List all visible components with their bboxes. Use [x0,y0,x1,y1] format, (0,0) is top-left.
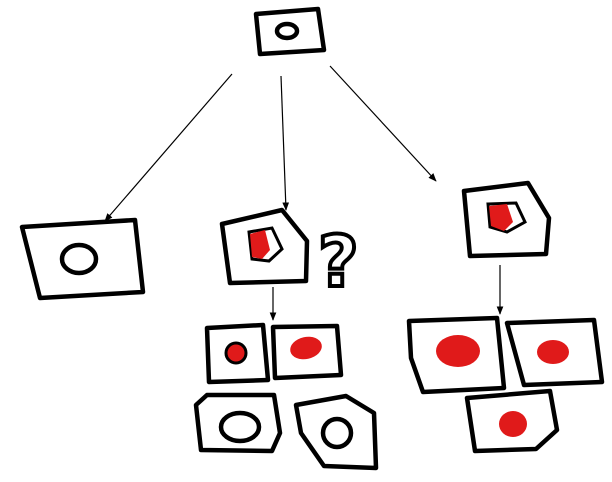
arrow-parent-to-left-branch [104,73,233,222]
middle-progeny-3-nucleus [218,410,262,444]
middle-progeny-1-nucleus-mark [224,341,248,365]
right-progeny-cell-3 [464,388,560,454]
middle-progeny-2-nucleus-mark [290,336,322,360]
right-branch-nucleus-mark [489,204,513,231]
right-branch-cell [461,180,552,259]
middle-branch-nucleus-mark [250,230,270,259]
middle-progeny-cell-4 [293,393,379,471]
middle-progeny-cell-2 [270,323,344,381]
arrow-parent-to-right-branch [329,65,437,182]
right-progeny-2-nucleus-mark [537,340,569,364]
right-progeny-cell-2 [504,317,605,388]
middle-progeny-cell-3 [193,392,283,454]
parent-nucleus [274,21,300,41]
right-progeny-group [406,315,605,454]
middle-branch-cell [219,207,310,286]
middle-progeny-group [193,322,379,471]
arrow-parent-to-middle-branch [280,75,290,211]
left-branch-nucleus [59,242,99,276]
middle-progeny-cell-1 [204,322,271,385]
left-branch-cell [19,217,146,301]
middle-progeny-4-nucleus [320,416,354,450]
right-progeny-cell-1 [406,315,507,395]
uncertainty-question-mark: ? [318,221,359,303]
right-progeny-3-nucleus-mark [499,411,527,437]
parent-cell [253,6,327,57]
arrows [104,65,504,321]
right-progeny-1-nucleus-mark [436,335,480,367]
